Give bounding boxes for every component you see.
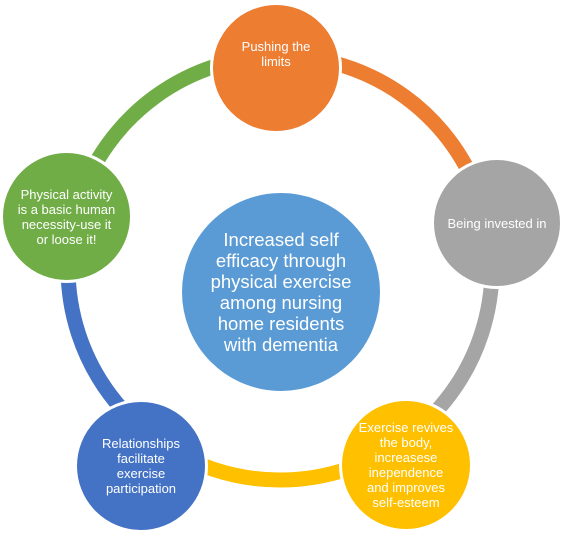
node-line: Being invested in (447, 215, 547, 231)
node-line: necessity-use it (21, 216, 112, 232)
center-line: physical exercise (210, 271, 352, 292)
node-relationships-facilitate: Relationships facilitate exercise partic… (74, 399, 208, 533)
node-line: self-esteem (372, 495, 440, 510)
node-being-invested-in: Being invested in (431, 157, 563, 289)
node-line: Pushing the (241, 39, 311, 54)
node-line: inependence (368, 465, 444, 480)
node-line: facilitate (117, 451, 165, 466)
node-line: limits (261, 54, 291, 69)
node-line: Physical activity (20, 186, 113, 202)
center-line: with dementia (223, 334, 339, 355)
node-line: increasese (374, 450, 438, 465)
center-line: among nursing (219, 292, 343, 313)
node-line: Exercise revives (358, 420, 454, 435)
node-line: is a basic human (17, 201, 116, 217)
center-line: home residents (217, 313, 345, 334)
center-line: Increased self (223, 229, 339, 250)
center-line: efficacy through (215, 250, 347, 271)
node-line: participation (105, 481, 177, 496)
node-basic-human-necessity: Physical activity is a basic human neces… (0, 150, 133, 283)
node-exercise-revives-the-body: Exercise revives the body, increasese in… (339, 398, 473, 532)
center-circle: Increased self efficacy through physical… (179, 190, 383, 394)
node-line: the body, (379, 435, 433, 450)
node-line: or loose it! (36, 231, 97, 247)
node-pushing-the-limits: Pushing the limits (210, 2, 342, 134)
node-line: and improves (366, 480, 446, 495)
node-line: exercise (116, 466, 166, 481)
node-line: Relationships (101, 436, 181, 451)
